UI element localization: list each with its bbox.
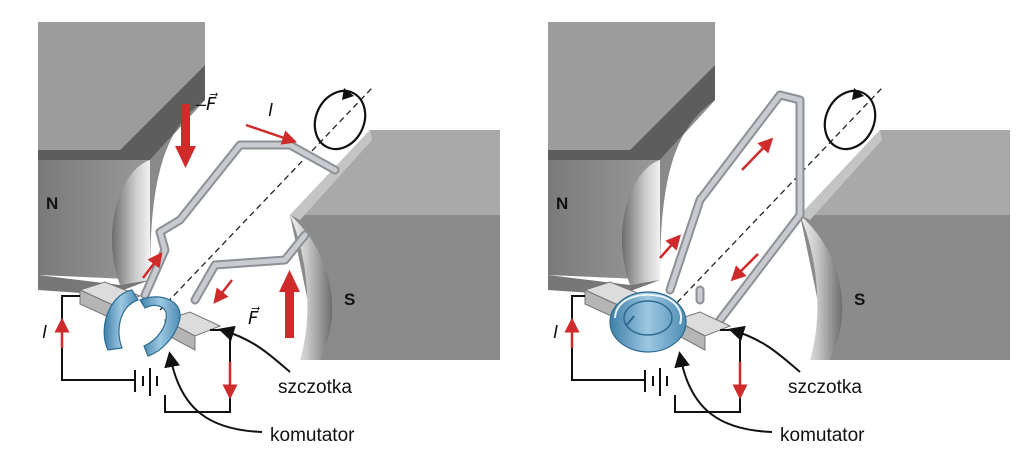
north-magnet-2 [548,22,715,295]
rotation-arrow-icon [313,88,367,151]
north-label-2: N [556,194,568,213]
current-arrows-2 [564,137,774,400]
current-label-loop: I [268,100,273,120]
commutator-callout-line-2 [674,351,773,433]
commutator-2 [609,291,687,353]
commutator [103,289,181,357]
brush-label-2: szczotka [788,377,862,398]
armature-loop [140,140,340,305]
rotation-arrow-icon-2 [823,88,877,151]
current-arrows [54,123,298,400]
neg-force-label: –F⃗ [195,93,218,114]
commutator-label: komutator [270,425,355,446]
force-label: F⃗ [248,307,260,328]
south-label-2: S [854,290,865,309]
north-label: N [46,194,58,213]
rotation-axis [159,87,373,311]
south-magnet-2 [800,130,1010,360]
north-magnet [38,22,205,295]
brush-callout-line-2 [728,325,801,373]
rotation-axis-2 [669,87,883,311]
south-magnet [290,130,500,360]
commutator-callout-line [164,351,263,433]
panel-2: N S [548,22,1010,446]
force-arrows [175,104,300,338]
armature-loop-2 [665,90,805,325]
brush-label: szczotka [278,377,352,398]
south-label: S [344,290,355,309]
brush-callout-line [218,325,291,373]
external-circuit [61,295,231,413]
current-label-left-2: I [553,322,558,342]
panel-1: N S [38,22,500,446]
commutator-label-2: komutator [780,425,865,446]
current-label-left: I [42,322,47,342]
